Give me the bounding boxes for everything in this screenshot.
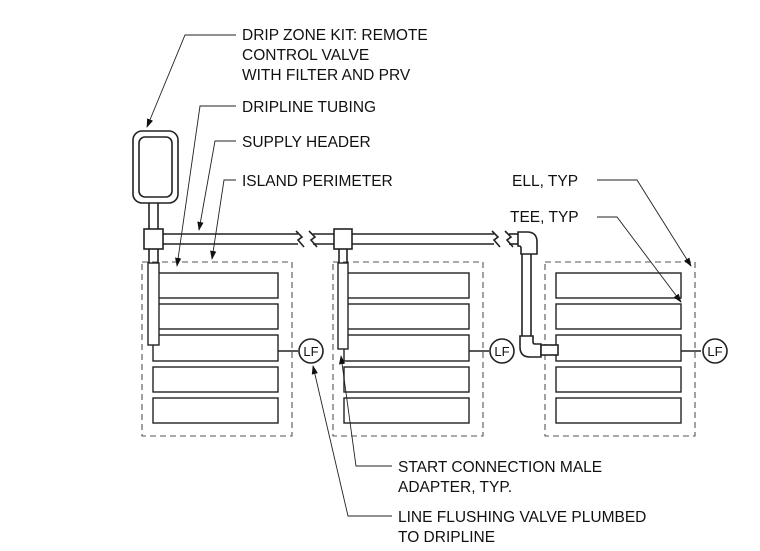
label-tee-typ: TEE, TYP (510, 209, 579, 226)
dripline-row (555, 272, 682, 299)
dripline-row (343, 366, 470, 393)
dripline-tubing-2 (337, 262, 349, 350)
line-flushing-valve-3: LF (702, 338, 728, 364)
dripline-row (343, 272, 470, 299)
dripline-row (555, 397, 682, 424)
dripline-row (152, 272, 279, 299)
dripline-row (152, 334, 279, 362)
label-start-connection-line-1: START CONNECTION MALE (398, 459, 602, 476)
dripline-row (555, 366, 682, 393)
label-dripline-tubing: DRIPLINE TUBING (242, 99, 376, 116)
line-flushing-valve-2: LF (489, 338, 515, 364)
tee-fitting-2 (333, 228, 353, 263)
lf-label: LF (494, 344, 509, 359)
label-start-connection-line-2: ADAPTER, TYP. (398, 479, 512, 496)
label-line-flushing-valve-line-1: LINE FLUSHING VALVE PLUMBED (398, 509, 646, 526)
leader-start-connection (338, 355, 392, 467)
island-2-dripline-rows (343, 272, 470, 424)
leader-tee (597, 216, 682, 303)
leader-line-flushing-valve (311, 365, 392, 517)
dripline-row (152, 303, 279, 330)
label-drip-zone-kit-line-1: DRIP ZONE KIT: REMOTE (242, 27, 428, 44)
dripline-row (343, 334, 470, 362)
lf-label: LF (707, 344, 722, 359)
tee-fitting-1 (143, 228, 164, 263)
supply-header (163, 230, 520, 248)
label-drip-zone-kit-line-3: WITH FILTER AND PRV (242, 67, 411, 84)
dripline-row (343, 303, 470, 330)
remote-control-valve (132, 130, 179, 229)
label-drip-zone-kit-line-2: CONTROL VALVE (242, 47, 369, 64)
dripline-row (555, 334, 682, 362)
label-supply-header: SUPPLY HEADER (242, 134, 371, 151)
line-flushing-valve-1: LF (298, 338, 324, 364)
leader-supply-header (197, 140, 236, 231)
dripline-row (555, 303, 682, 330)
leader-dripline-tubing (175, 105, 236, 267)
label-ell-typ: ELL, TYP (512, 173, 578, 190)
dripline-row (152, 366, 279, 393)
island-3-dripline-rows (555, 272, 682, 424)
label-line-flushing-valve-line-2: TO DRIPLINE (398, 529, 495, 546)
leader-drip-zone-kit (146, 34, 236, 128)
ell-fitting (517, 231, 559, 358)
dripline-row (343, 397, 470, 424)
dripline-row (152, 397, 279, 424)
leader-island-perimeter (210, 179, 236, 260)
island-perimeter-1 (141, 261, 293, 437)
dripline-tubing-1 (147, 262, 160, 346)
island-1-dripline-rows (152, 272, 279, 424)
label-island-perimeter: ISLAND PERIMETER (242, 173, 393, 190)
lf-label: LF (303, 344, 318, 359)
leader-ell (597, 179, 692, 267)
island-perimeter-2 (332, 261, 484, 437)
